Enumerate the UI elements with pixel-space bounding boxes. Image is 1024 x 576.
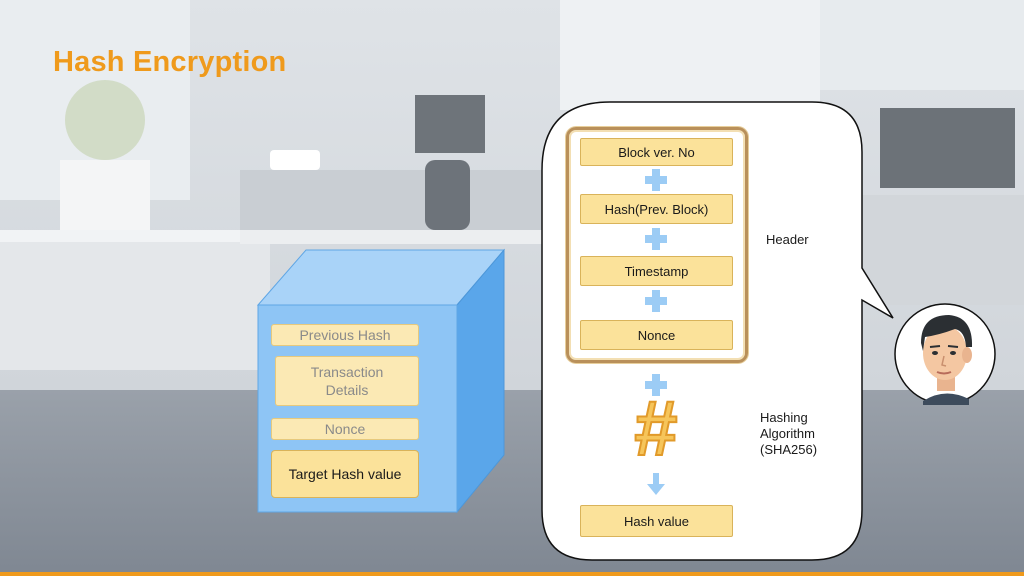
header-item-nonce: Nonce (580, 320, 733, 350)
plus-icon (645, 374, 667, 396)
hash-value-text: Hash value (623, 513, 690, 529)
header-label: Header (766, 232, 809, 248)
avatar (894, 303, 996, 405)
header-label-text: Header (766, 232, 809, 247)
plus-icon (645, 228, 667, 250)
header-item-nonce-text: Nonce (637, 327, 676, 343)
transaction-details-line2: Details (325, 382, 369, 398)
target-hash-box: Target Hash value (271, 450, 419, 498)
hashing-label-line2: Algorithm (760, 426, 815, 441)
hashing-algorithm-label: Hashing Algorithm (SHA256) (760, 410, 817, 458)
arrow-down-icon (647, 473, 665, 495)
target-hash-text: Target Hash value (288, 466, 402, 482)
hash-value-box: Hash value (580, 505, 733, 537)
header-group-frame (566, 127, 748, 363)
nonce-text: Nonce (324, 421, 366, 437)
header-item-timestamp-text: Timestamp (624, 263, 689, 279)
transaction-details-label: Transaction Details (275, 356, 419, 406)
hashing-label-line1: Hashing (760, 410, 808, 425)
header-item-timestamp: Timestamp (580, 256, 733, 286)
previous-hash-text: Previous Hash (299, 327, 391, 343)
plus-icon (645, 169, 667, 191)
header-item-block-version-text: Block ver. No (618, 144, 695, 160)
hash-symbol-icon: # (630, 388, 682, 468)
header-item-block-version: Block ver. No (580, 138, 733, 166)
nonce-label: Nonce (271, 418, 419, 440)
header-item-prev-hash: Hash(Prev. Block) (580, 194, 733, 224)
header-item-prev-hash-text: Hash(Prev. Block) (604, 201, 709, 217)
plus-icon (645, 290, 667, 312)
hashing-label-line3: (SHA256) (760, 442, 818, 457)
transaction-details-line1: Transaction (310, 364, 384, 380)
previous-hash-label: Previous Hash (271, 324, 419, 346)
slide-title: Hash Encryption (53, 46, 287, 78)
hash-symbol-text: # (633, 384, 678, 472)
